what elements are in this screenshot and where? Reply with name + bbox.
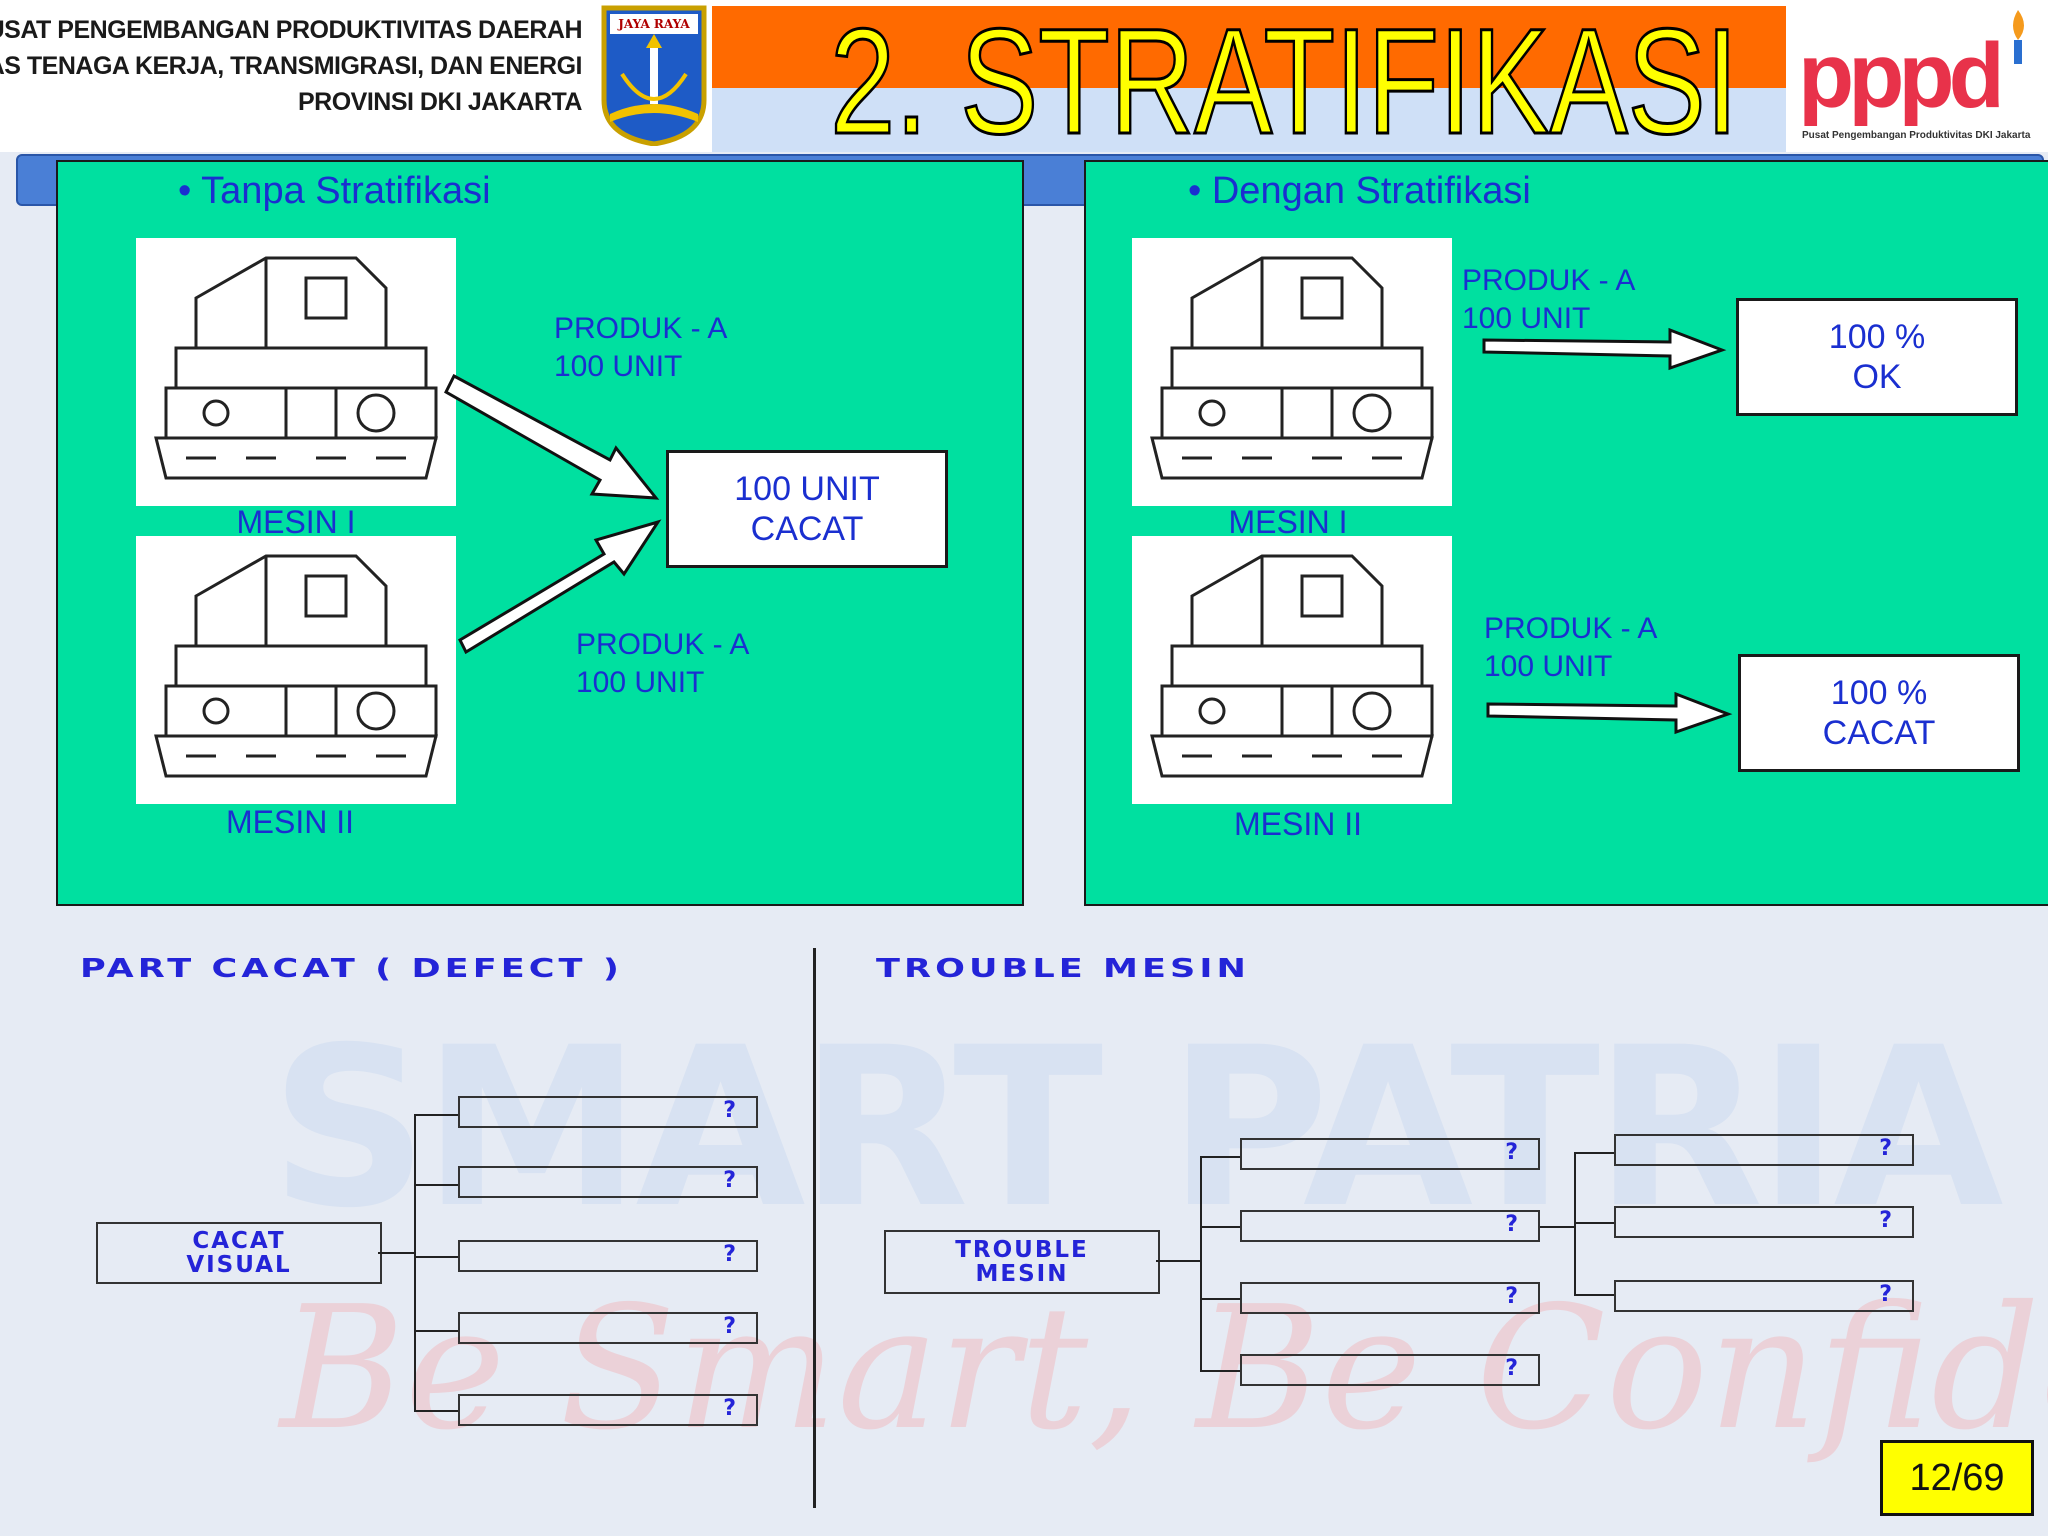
arrow-machine1-to-result xyxy=(444,373,660,500)
tree-right-root-line1: TROUBLE xyxy=(955,1237,1089,1263)
tree-right-branch-2: ? xyxy=(1240,1210,1540,1242)
machine-2-image-right xyxy=(1132,536,1452,804)
title-band-orange xyxy=(712,6,1786,88)
tree-right-sub-connector xyxy=(1540,1226,1574,1228)
tree-right-connector xyxy=(1156,1260,1200,1262)
result-cacat-line2: CACAT xyxy=(1822,714,1936,752)
machine-1-label-left: MESIN I xyxy=(236,504,356,540)
result-box-ok: 100 % OK xyxy=(1736,298,2018,416)
tree-left-title: PART CACAT ( DEFECT ) xyxy=(80,954,623,984)
tree-left-tick-1 xyxy=(414,1114,460,1116)
tree-right-sub-tick-3 xyxy=(1574,1294,1616,1296)
pppd-caption: Pusat Pengembangan Produktivitas DKI Jak… xyxy=(1802,130,2031,141)
product-top-line2-left: 100 UNIT xyxy=(554,350,683,383)
arrow-to-cacat xyxy=(1486,691,1733,735)
tree-left-root-line2: VISUAL xyxy=(186,1252,292,1278)
bullet-tanpa-stratifikasi: • Tanpa Stratifikasi xyxy=(178,170,491,212)
tree-left-branch-3: ? xyxy=(458,1240,758,1272)
crest-text: JAYA RAYA xyxy=(618,17,690,31)
result-cacat-line1: 100 % xyxy=(1830,674,1928,712)
tree-left-branch-4: ? xyxy=(458,1312,758,1344)
result-box-left: 100 UNIT CACAT xyxy=(666,450,948,568)
arrow-to-ok xyxy=(1482,327,1727,371)
section-divider xyxy=(813,948,816,1508)
tree-right-sub-branch-2: ? xyxy=(1614,1206,1914,1238)
page-title: 2. STRATIFIKASI xyxy=(829,0,1739,165)
title-band-blue xyxy=(712,88,1786,152)
tree-right-sub-spine xyxy=(1574,1152,1576,1296)
tree-right-root-line2: MESIN xyxy=(975,1261,1069,1287)
tree-left-tick-4 xyxy=(414,1330,460,1332)
org-line-3: PROVINSI DKI JAKARTA xyxy=(297,88,583,116)
product-bottom-line2-left: 100 UNIT xyxy=(576,666,705,699)
tree-right-branch-3: ? xyxy=(1240,1282,1540,1314)
product-top-line1-right: PRODUK - A xyxy=(1462,264,1636,297)
product-top-line2-right: 100 UNIT xyxy=(1462,302,1591,335)
bullet-dengan-stratifikasi: • Dengan Stratifikasi xyxy=(1188,170,1531,212)
result-box-cacat: 100 % CACAT xyxy=(1738,654,2020,772)
result-ok-line1: 100 % xyxy=(1828,318,1926,356)
org-line-1: PUSAT PENGEMBANGAN PRODUKTIVITAS DAERAH xyxy=(0,16,582,44)
machine-1-image-left xyxy=(136,238,456,506)
product-bottom-line1-right: PRODUK - A xyxy=(1484,612,1658,645)
tree-left-branch-1: ? xyxy=(458,1096,758,1128)
tree-right-title: TROUBLE MESIN xyxy=(876,954,1250,984)
page-number: 12/69 xyxy=(1880,1440,2034,1516)
tree-left-tick-3 xyxy=(414,1256,460,1258)
tree-left-tick-5 xyxy=(414,1410,460,1412)
result-left-line2: CACAT xyxy=(750,510,864,548)
tree-left-root: CACAT VISUAL xyxy=(96,1222,382,1284)
product-top-line1-left: PRODUK - A xyxy=(554,312,728,345)
tree-right-root: TROUBLE MESIN xyxy=(884,1230,1160,1294)
org-line-2: DINAS TENAGA KERJA, TRANSMIGRASI, DAN EN… xyxy=(0,52,582,80)
tree-left-branch-5: ? xyxy=(458,1394,758,1426)
pppd-logo-text: pppd xyxy=(1798,25,2005,127)
pppd-logo: pppd Pusat Pengembangan Produktivitas DK… xyxy=(1798,6,2038,146)
watermark-slogan: Be Smart, Be Confident xyxy=(280,1270,2048,1468)
tree-right-spine xyxy=(1200,1156,1202,1372)
tree-right-tick-2 xyxy=(1200,1226,1242,1228)
tree-right-branch-4: ? xyxy=(1240,1354,1540,1386)
tree-left-branch-2: ? xyxy=(458,1166,758,1198)
result-ok-line2: OK xyxy=(1852,358,1902,396)
machine-1-label-right: MESIN I xyxy=(1228,504,1348,540)
tree-right-sub-tick-2 xyxy=(1574,1222,1616,1224)
tree-right-tick-3 xyxy=(1200,1298,1242,1300)
machine-1-image-right xyxy=(1132,238,1452,506)
tree-right-branch-1: ? xyxy=(1240,1138,1540,1170)
machine-2-image-left xyxy=(136,536,456,804)
tree-left-tick-2 xyxy=(414,1184,460,1186)
tree-right-sub-tick-1 xyxy=(1574,1152,1616,1154)
watermark-brand: SMART PATRIA xyxy=(270,1000,2004,1256)
tree-right-tick-1 xyxy=(1200,1156,1242,1158)
tree-right-tick-4 xyxy=(1200,1370,1242,1372)
tree-left-root-line1: CACAT xyxy=(192,1228,286,1254)
jakarta-crest-logo: JAYA RAYA xyxy=(600,4,708,147)
tree-right-sub-branch-1: ? xyxy=(1614,1134,1914,1166)
product-bottom-line1-left: PRODUK - A xyxy=(576,628,750,661)
tree-left-spine xyxy=(414,1114,416,1412)
machine-2-label-right: MESIN II xyxy=(1233,806,1362,842)
product-bottom-line2-right: 100 UNIT xyxy=(1484,650,1613,683)
result-left-line1: 100 UNIT xyxy=(734,470,880,508)
tree-left-connector xyxy=(378,1252,414,1254)
tree-right-sub-branch-3: ? xyxy=(1614,1280,1914,1312)
arrow-machine2-to-result xyxy=(458,519,662,655)
machine-2-label-left: MESIN II xyxy=(225,804,354,840)
